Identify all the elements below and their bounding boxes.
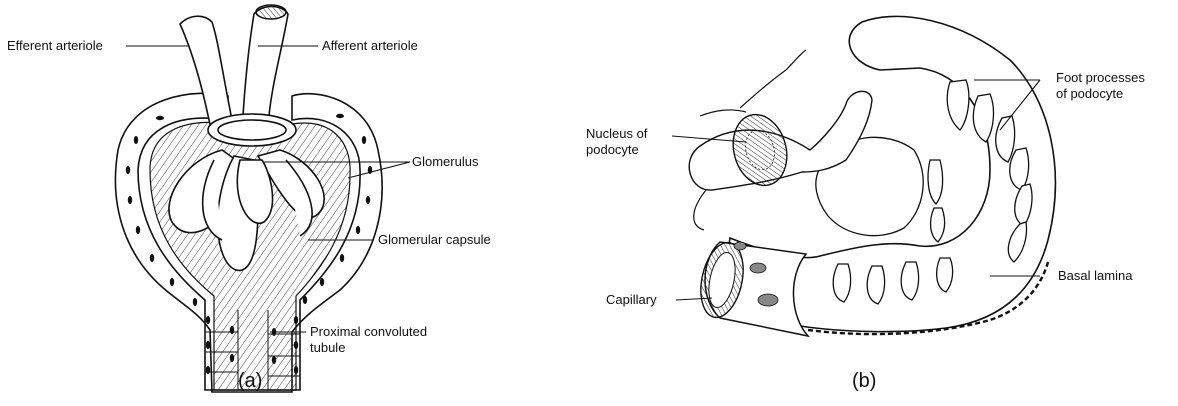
label-capillary: Capillary <box>606 292 657 308</box>
label-tubule-line2: tubule <box>310 340 427 356</box>
label-nucleus-line1: Nucleus of <box>586 126 647 142</box>
label-glomerulus: Glomerulus <box>412 154 478 170</box>
afferent-arteriole-lumen <box>256 5 286 19</box>
label-tubule-line1: Proximal convoluted <box>310 324 427 340</box>
label-basal-lamina: Basal lamina <box>1058 268 1132 284</box>
label-glomerular-capsule: Glomerular capsule <box>378 232 491 248</box>
label-foot-line2: of podocyte <box>1056 86 1145 102</box>
label-nucleus-line2: podocyte <box>586 142 647 158</box>
label-nucleus-of-podocyte: Nucleus of podocyte <box>586 126 647 158</box>
label-efferent-arteriole: Efferent arteriole <box>7 38 103 54</box>
label-afferent-arteriole: Afferent arteriole <box>322 38 418 54</box>
capillary-vessel <box>695 239 808 336</box>
label-proximal-convoluted-tubule: Proximal convoluted tubule <box>310 324 427 356</box>
panel-b-illustration <box>672 16 1055 336</box>
label-foot-line1: Foot processes <box>1056 70 1145 86</box>
caption-panel-a: (a) <box>238 370 262 392</box>
afferent-arteriole-vessel <box>242 7 288 133</box>
caption-panel-b: (b) <box>852 370 876 392</box>
label-foot-processes: Foot processes of podocyte <box>1056 70 1145 102</box>
